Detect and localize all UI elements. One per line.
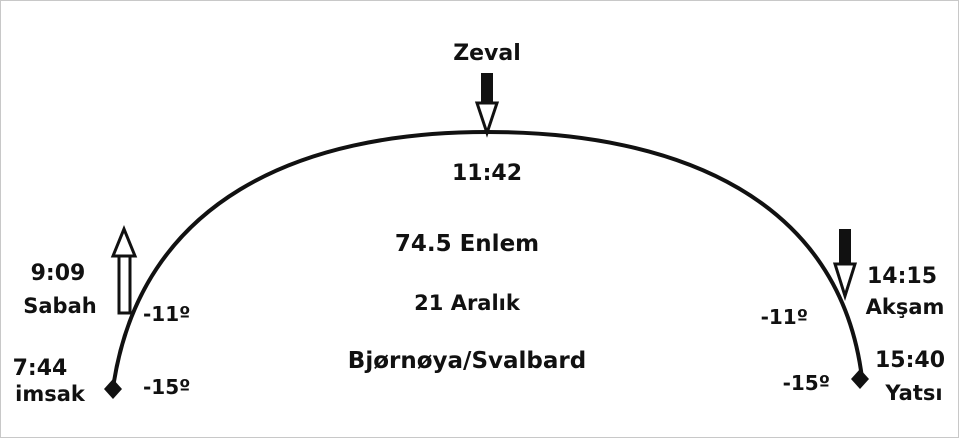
zenith-label: Zeval: [453, 41, 521, 66]
imsak-diamond-icon: [104, 379, 122, 399]
zenith-time: 11:42: [452, 161, 522, 186]
sabah-arrow-up-icon: [110, 225, 138, 315]
imsak-angle: -15º: [143, 375, 190, 399]
aksam-angle: -11º: [761, 305, 808, 329]
yatsi-angle: -15º: [783, 371, 830, 395]
aksam-label: Akşam: [866, 295, 945, 319]
aksam-time: 14:15: [867, 264, 937, 289]
imsak-time: 7:44: [13, 356, 68, 381]
aksam-arrow-down-icon: [832, 229, 858, 302]
sabah-time: 9:09: [31, 261, 86, 286]
place-label: Bjørnøya/Svalbard: [348, 348, 586, 374]
yatsi-label: Yatsı: [884, 381, 942, 405]
yatsi-time: 15:40: [875, 348, 945, 373]
yatsi-diamond-icon: [851, 369, 869, 389]
sabah-label: Sabah: [23, 294, 96, 318]
date-label: 21 Aralık: [414, 291, 521, 315]
zenith-arrow-down-icon: [474, 73, 500, 138]
sabah-angle: -11º: [143, 302, 190, 326]
latitude-label: 74.5 Enlem: [395, 231, 539, 257]
imsak-label: imsak: [15, 382, 86, 406]
